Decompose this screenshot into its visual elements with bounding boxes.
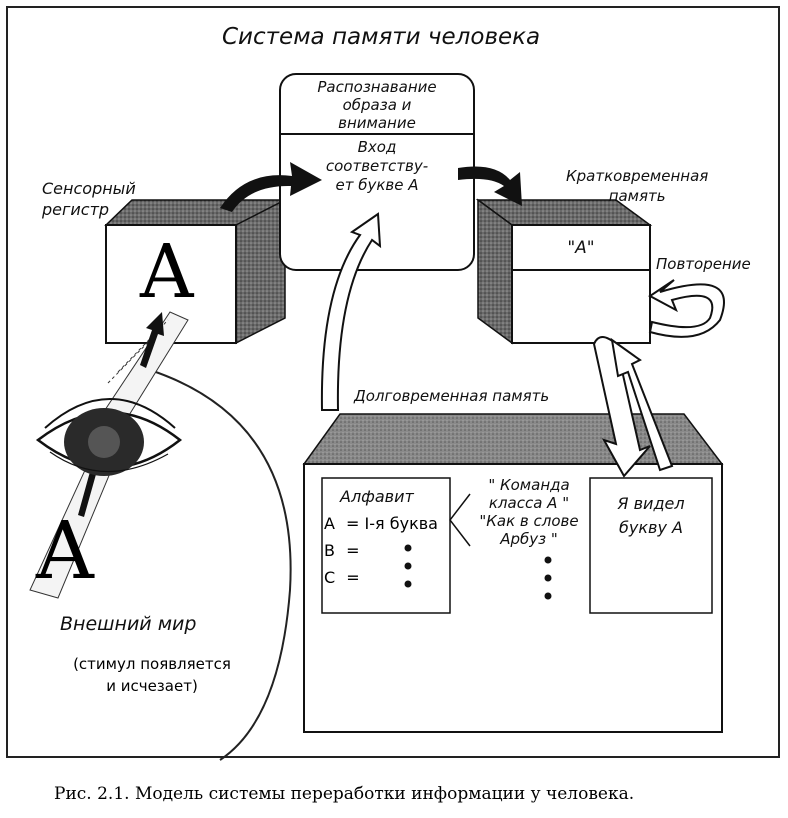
outside-world-label: Внешний мир (60, 613, 197, 635)
row-text: = (346, 541, 360, 560)
arrow-longterm-to-pattern (320, 212, 382, 411)
alphabet-row-c: C = (324, 568, 360, 587)
row-text: = I-я буква (346, 514, 438, 533)
row-text: = (346, 568, 360, 587)
alphabet-row-b: B = (324, 541, 359, 560)
short-term-memory-box (475, 198, 653, 345)
pattern-recognition-header: Распознавание образа и внимание (317, 78, 437, 132)
association-dots (544, 556, 552, 600)
pattern-recognition-body: Вход соответству- ет букве А (325, 138, 429, 194)
diagram-title: Система памяти человека (222, 24, 541, 50)
arrow-pattern-to-shortterm (458, 166, 522, 206)
beam-arrow-upper (140, 312, 164, 368)
diagram-frame (6, 6, 780, 758)
sensory-register-label: Сенсорный регистр (42, 179, 136, 219)
alphabet-row-a: A = I-я буква (324, 514, 438, 533)
eye-icon (35, 398, 183, 476)
arrow-sensory-to-pattern (220, 162, 322, 212)
sensory-letter-a: A (140, 229, 194, 315)
long-term-memory-label: Долговременная память (354, 387, 550, 405)
row-letter: A (324, 514, 335, 533)
alphabet-header: Алфавит (340, 487, 414, 506)
row-letter: B (324, 541, 335, 560)
outside-world-note: (стимул появляется и исчезает) (73, 655, 231, 695)
outside-world-letter-a: A (36, 504, 94, 597)
alphabet-dots (404, 544, 412, 588)
outside-world-arc (149, 369, 292, 761)
sensory-register-box (104, 198, 287, 345)
arrow-longterm-to-shortterm (610, 337, 674, 472)
row-letter: C (324, 568, 336, 587)
short-term-memory-label: Кратковременная память (566, 167, 709, 205)
association-text: " Команда класса А " "Как в слове Арбуз … (479, 476, 579, 548)
rehearsal-loop-arrow (648, 279, 725, 338)
rehearsal-label: Повторение (656, 255, 751, 273)
short-term-content: "А" (567, 238, 595, 258)
figure-caption: Рис. 2.1. Модель системы переработки инф… (54, 784, 635, 804)
episodic-memory-text: Я видел букву А (617, 494, 685, 537)
association-bracket (449, 493, 471, 547)
